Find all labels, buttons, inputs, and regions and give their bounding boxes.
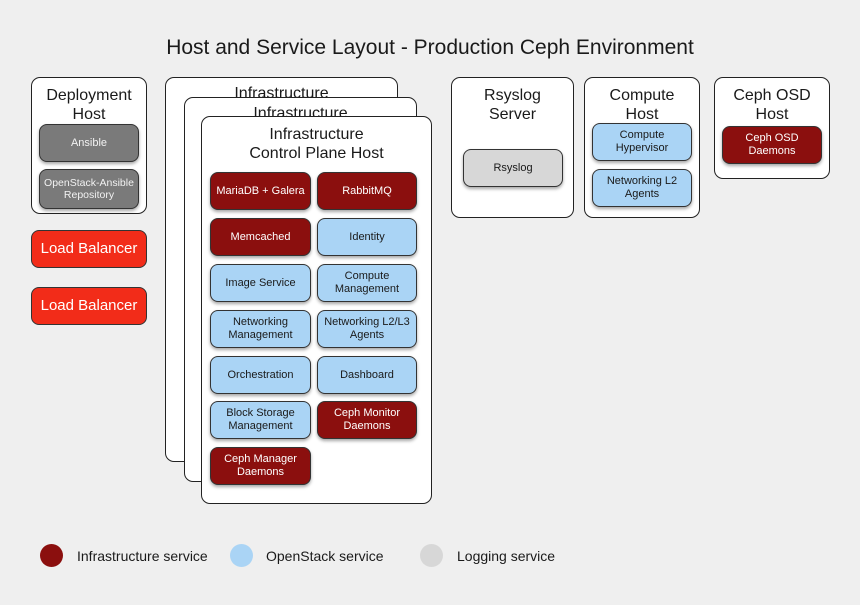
dashboard-service: Dashboard <box>317 356 417 394</box>
legend-openstack-label: OpenStack service <box>266 548 384 564</box>
infrastructure-host-front-title-line2: Control Plane Host <box>249 145 384 162</box>
networking-management-service: Networking Management <box>210 310 311 348</box>
infrastructure-host-front-title: Infrastructure Control Plane Host <box>202 125 431 163</box>
image-service: Image Service <box>210 264 311 302</box>
identity-service: Identity <box>317 218 417 256</box>
compute-host-title-line2: Host <box>625 106 659 123</box>
rsyslog-server-title-line2: Server <box>488 106 537 123</box>
diagram-title: Host and Service Layout - Production Cep… <box>166 36 694 59</box>
compute-host-title-line1: Compute <box>609 87 675 104</box>
legend-logging-swatch <box>420 544 443 567</box>
rsyslog-service: Rsyslog <box>463 149 563 187</box>
osa-repository-service: OpenStack-Ansible Repository <box>39 169 139 209</box>
legend-infrastructure-label: Infrastructure service <box>77 548 208 564</box>
compute-host: Compute Host Compute Hypervisor Networki… <box>584 77 700 218</box>
compute-host-title: Compute Host <box>585 86 699 124</box>
networking-l2-agents-service: Networking L2 Agents <box>592 169 692 207</box>
legend-openstack-swatch <box>230 544 253 567</box>
compute-management-service: Compute Management <box>317 264 417 302</box>
ceph-osd-host-title: Ceph OSD Host <box>715 86 829 124</box>
ceph-osd-daemons-service: Ceph OSD Daemons <box>722 126 822 164</box>
block-storage-management-service: Block Storage Management <box>210 401 311 439</box>
compute-hypervisor-service: Compute Hypervisor <box>592 123 692 161</box>
load-balancer-2: Load Balancer <box>31 287 147 325</box>
orchestration-service: Orchestration <box>210 356 311 394</box>
networking-l2l3-agents-service: Networking L2/L3 Agents <box>317 310 417 348</box>
rsyslog-server-title: Rsyslog Server <box>452 86 573 124</box>
ceph-manager-daemons-service: Ceph Manager Daemons <box>210 447 311 485</box>
ceph-osd-host-title-line2: Host <box>755 106 789 123</box>
deployment-host: Deployment Host Ansible OpenStack-Ansibl… <box>31 77 147 214</box>
rsyslog-server-title-line1: Rsyslog <box>484 87 541 104</box>
legend-infrastructure-swatch <box>40 544 63 567</box>
mariadb-galera-service: MariaDB + Galera <box>210 172 311 210</box>
legend-logging-label: Logging service <box>457 548 556 564</box>
infrastructure-host-front-title-line1: Infrastructure <box>269 126 364 143</box>
rsyslog-server: Rsyslog Server Rsyslog <box>451 77 574 218</box>
memcached-service: Memcached <box>210 218 311 256</box>
ceph-osd-host-title-line1: Ceph OSD <box>733 87 811 104</box>
load-balancer-1: Load Balancer <box>31 230 147 268</box>
ansible-service: Ansible <box>39 124 139 162</box>
rabbitmq-service: RabbitMQ <box>317 172 417 210</box>
deployment-host-title-line1: Deployment <box>46 87 132 104</box>
deployment-host-title: Deployment Host <box>32 86 146 124</box>
ceph-monitor-daemons-service: Ceph Monitor Daemons <box>317 401 417 439</box>
ceph-osd-host: Ceph OSD Host Ceph OSD Daemons <box>714 77 830 179</box>
deployment-host-title-line2: Host <box>72 106 106 123</box>
